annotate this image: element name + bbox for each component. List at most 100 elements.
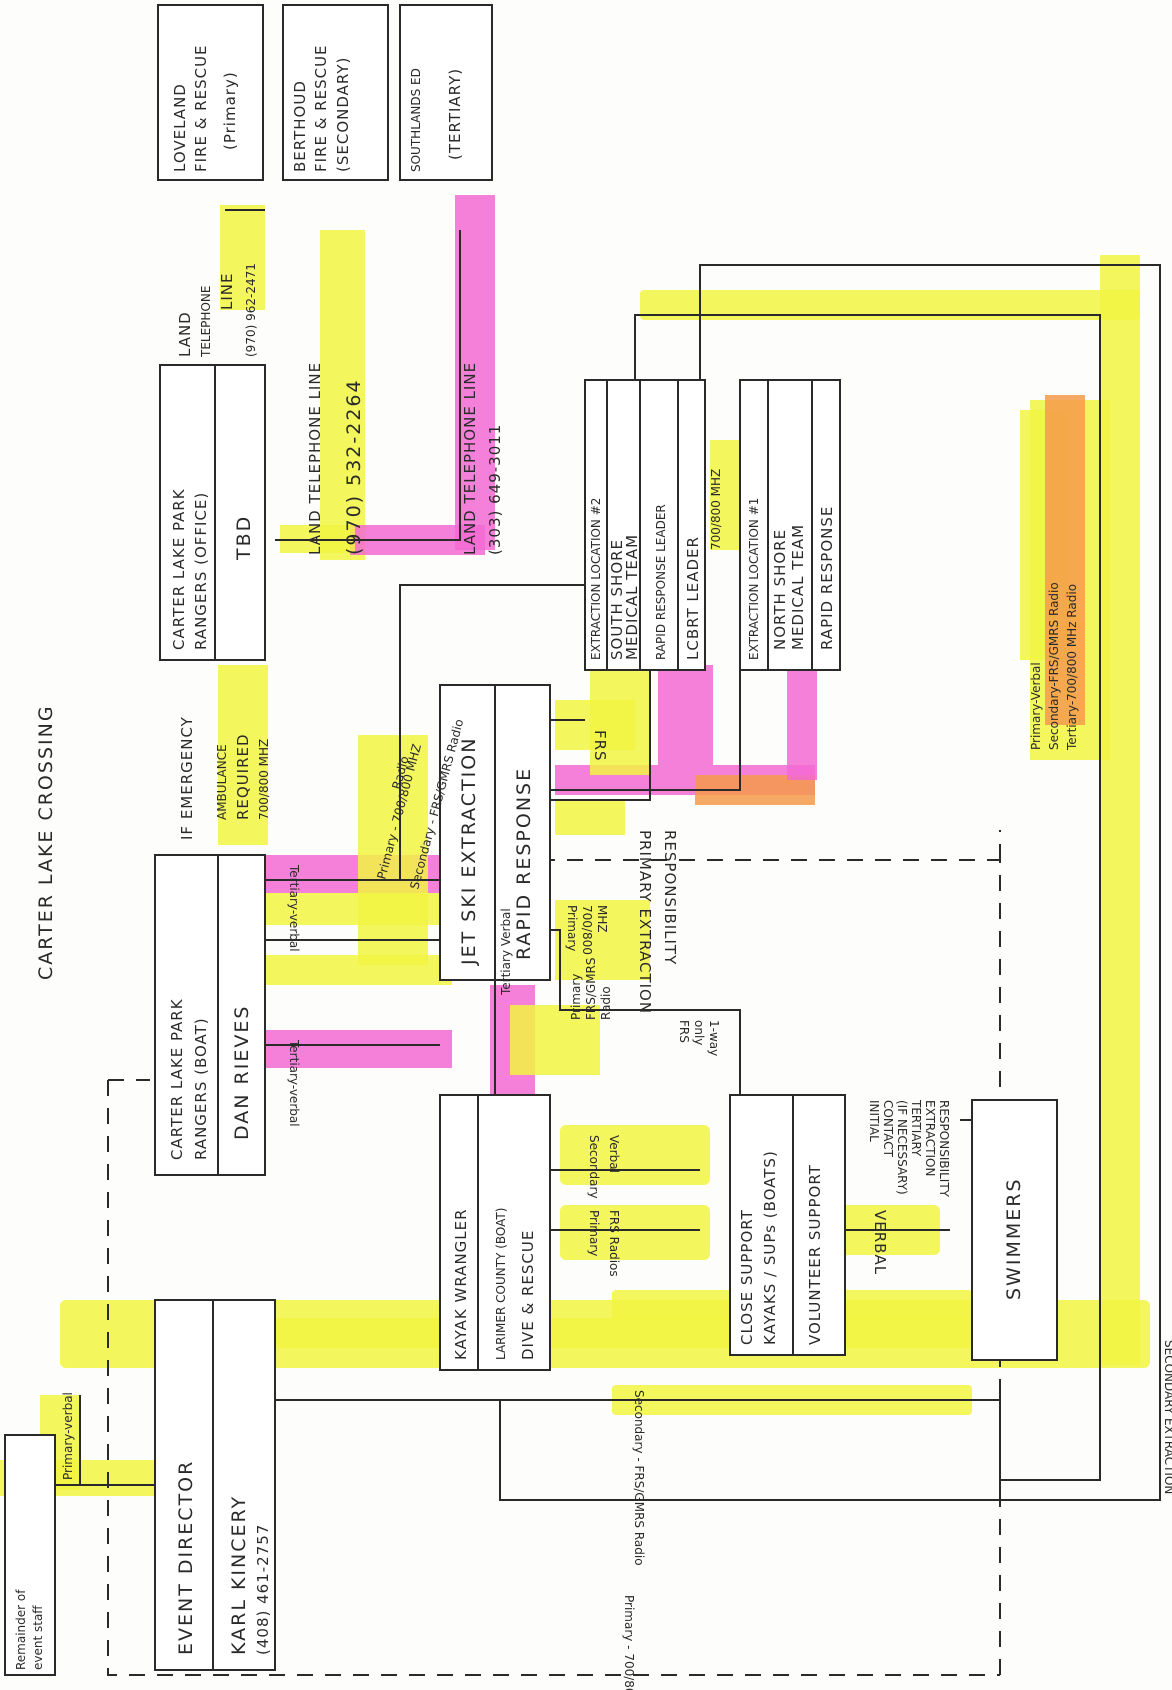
swimmers-box: SWIMMERS bbox=[971, 1099, 1058, 1361]
radio-700-label: 700/800 MHZ bbox=[709, 469, 723, 550]
event-director-phone: (408) 461-2757 bbox=[254, 1524, 272, 1655]
extraction2-line-5: LCBRT LEADER bbox=[684, 536, 702, 660]
phone-berthoud-1: LAND TELEPHONE LINE bbox=[306, 362, 324, 555]
bottom-primary: Primary - 700/800 MHZ Radio bbox=[622, 1595, 636, 1690]
legend-side-3: Tertiary-700/800 MHz Radio bbox=[1065, 584, 1079, 751]
close-support-line-3: VOLUNTEER SUPPORT bbox=[806, 1164, 824, 1345]
bottom-margin-1: SECONDARY EXTRACTION bbox=[1162, 1340, 1172, 1494]
southlands-line-2: (TERTIARY) bbox=[446, 68, 464, 160]
extraction-location-2-box: EXTRACTION LOCATION #2 SOUTH SHORE MEDIC… bbox=[584, 379, 706, 671]
jet-ski-line-2: RAPID RESPONSE bbox=[513, 767, 535, 960]
primary-frs-radios-2: FRS Radios bbox=[607, 1210, 621, 1277]
berthoud-line-2: FIRE & RESCUE bbox=[312, 44, 330, 172]
extraction1-line-3: MEDICAL TEAM bbox=[789, 524, 807, 650]
berthoud-line-1: BERTHOUD bbox=[291, 80, 309, 172]
primary-extraction-1: PRIMARY EXTRACTION bbox=[636, 830, 654, 1014]
frs-label: FRS bbox=[591, 730, 609, 762]
phone-loveland-2: TELEPHONE bbox=[199, 286, 213, 358]
loveland-line-2: FIRE & RESCUE bbox=[192, 44, 210, 172]
southlands-line-1: SOUTHLANDS ED bbox=[409, 68, 423, 172]
kayak-wrangler-box: KAYAK WRANGLER LARIMER COUNTY (BOAT) DIV… bbox=[439, 1094, 551, 1371]
tertiary-extraction-5: EXTRACTION bbox=[923, 1100, 937, 1176]
loveland-line-1: LOVELAND bbox=[171, 83, 189, 172]
phone-southlands-1: LAND TELEPHONE LINE bbox=[461, 362, 479, 555]
extraction2-line-2: SOUTH SHORE bbox=[608, 539, 626, 660]
frs-only-2: only bbox=[692, 1020, 706, 1045]
phone-berthoud-2: (970) 532-2264 bbox=[343, 378, 365, 555]
legend-side-2: Secondary-FRS/GMRS Radio bbox=[1047, 582, 1061, 750]
close-support-box: CLOSE SUPPORT KAYAKS / SUPs (BOATS) VOLU… bbox=[729, 1094, 846, 1356]
legend-side-1: Primary-Verbal bbox=[1029, 662, 1043, 750]
berthoud-fire-box: BERTHOUD FIRE & RESCUE (SECONDARY) bbox=[282, 4, 389, 181]
ambulance-2: AMBULANCE bbox=[215, 744, 229, 820]
primary-700-2: 700/800 bbox=[580, 905, 594, 955]
event-director-name: KARL KINCERY bbox=[228, 1495, 250, 1655]
bottom-secondary: Secondary - FRS/GMRS Radio bbox=[632, 1390, 646, 1566]
phone-loveland-3: LINE bbox=[218, 273, 236, 310]
rangers-office-box: CARTER LAKE PARK RANGERS (OFFICE) TBD bbox=[159, 364, 266, 661]
ambulance-1: IF EMERGENCY bbox=[178, 716, 196, 840]
rangers-office-title-1: CARTER LAKE PARK bbox=[170, 488, 188, 650]
primary-frs-radios-1: Primary bbox=[587, 1210, 601, 1256]
rangers-office-title-2: RANGERS (OFFICE) bbox=[192, 492, 210, 650]
tertiary-extraction-6: RESPONSIBILITY bbox=[937, 1100, 951, 1198]
remainder-link-label: Primary-verbal bbox=[61, 1392, 75, 1480]
ambulance-3: REQUIRED bbox=[234, 733, 252, 820]
primary-frs-3: Radio bbox=[599, 986, 613, 1020]
extraction-location-1-box: EXTRACTION LOCATION #1 NORTH SHORE MEDIC… bbox=[739, 379, 841, 671]
southlands-box: SOUTHLANDS ED (TERTIARY) bbox=[399, 4, 493, 181]
jet-ski-line-1: JET SKI EXTRACTION bbox=[458, 737, 480, 966]
extraction1-line-2: NORTH SHORE bbox=[771, 529, 789, 650]
extraction2-line-3: MEDICAL TEAM bbox=[623, 534, 641, 660]
event-director-role: EVENT DIRECTOR bbox=[175, 1460, 197, 1655]
tertiary-extraction-3: (IF NECESSARY) bbox=[895, 1100, 909, 1195]
secondary-verbal-1: Secondary bbox=[587, 1135, 601, 1199]
connectors bbox=[55, 209, 1161, 1501]
primary-700-3: MHZ bbox=[595, 905, 609, 933]
primary-700-1: Primary bbox=[565, 905, 579, 951]
tertiary-verbal-top: Tertiary-verbal bbox=[287, 864, 301, 952]
rangers-boat-name: DAN RIEVES bbox=[231, 1005, 253, 1140]
primary-frs-2: FRS/GMRS bbox=[584, 957, 598, 1020]
loveland-line-3: (Primary) bbox=[221, 71, 239, 150]
phone-loveland-1: LAND bbox=[176, 311, 194, 357]
tertiary-extraction-1: INITIAL bbox=[867, 1100, 881, 1142]
tertiary-verbal-bottom: Tertiary-verbal bbox=[287, 1039, 301, 1127]
rangers-boat-title-2: RANGERS (BOAT) bbox=[192, 1017, 210, 1160]
rangers-office-name: TBD bbox=[233, 515, 255, 561]
primary-extraction-2: RESPONSIBILITY bbox=[661, 830, 679, 965]
secondary-verbal-2: Verbal bbox=[607, 1135, 621, 1173]
remainder-staff-box: Remainder of event staff bbox=[4, 1434, 56, 1676]
event-director-box: EVENT DIRECTOR KARL KINCERY (408) 461-27… bbox=[154, 1299, 276, 1671]
frs-only-1: FRS bbox=[677, 1020, 691, 1043]
extraction1-line-4: RAPID RESPONSE bbox=[818, 506, 836, 650]
extraction2-line-4: RAPID RESPONSE LEADER bbox=[654, 504, 668, 660]
phone-loveland-4: (970) 962-2471 bbox=[244, 263, 258, 357]
ambulance-4: 700/800 MHZ bbox=[257, 739, 271, 820]
diagram-title: CARTER LAKE CROSSING bbox=[35, 704, 57, 980]
tertiary-extraction-2: CONTACT bbox=[881, 1100, 895, 1158]
rangers-boat-box: CARTER LAKE PARK RANGERS (BOAT) DAN RIEV… bbox=[154, 854, 266, 1176]
loveland-fire-box: LOVELAND FIRE & RESCUE (Primary) bbox=[157, 4, 264, 181]
swimmers-label: SWIMMERS bbox=[1003, 1177, 1025, 1300]
frs-only-3: 1-way bbox=[707, 1020, 721, 1056]
tertiary-verbal-small: Tertiary Verbal bbox=[499, 908, 513, 996]
extraction2-line-1: EXTRACTION LOCATION #2 bbox=[589, 498, 603, 660]
kayak-wrangler-name: KAYAK WRANGLER bbox=[452, 1208, 470, 1360]
remainder-label-2: event staff bbox=[31, 1605, 45, 1670]
extraction1-line-1: EXTRACTION LOCATION #1 bbox=[747, 498, 761, 660]
berthoud-line-3: (SECONDARY) bbox=[334, 57, 352, 172]
rangers-boat-title-1: CARTER LAKE PARK bbox=[168, 998, 186, 1160]
close-support-line-2: KAYAKS / SUPs (BOATS) bbox=[761, 1150, 779, 1345]
kayak-wrangler-org-1: LARIMER COUNTY (BOAT) bbox=[494, 1208, 508, 1360]
primary-frs-1: Primary bbox=[569, 974, 583, 1020]
phone-southlands-2: (303) 649-3011 bbox=[486, 424, 504, 555]
verbal-label: VERBAL bbox=[871, 1210, 889, 1275]
kayak-wrangler-org-2: DIVE & RESCUE bbox=[519, 1230, 537, 1360]
jet-ski-box: JET SKI EXTRACTION RAPID RESPONSE bbox=[439, 684, 551, 981]
remainder-label-1: Remainder of bbox=[14, 1589, 28, 1670]
tertiary-extraction-4: TERTIARY bbox=[909, 1099, 923, 1157]
close-support-line-1: CLOSE SUPPORT bbox=[738, 1209, 756, 1345]
